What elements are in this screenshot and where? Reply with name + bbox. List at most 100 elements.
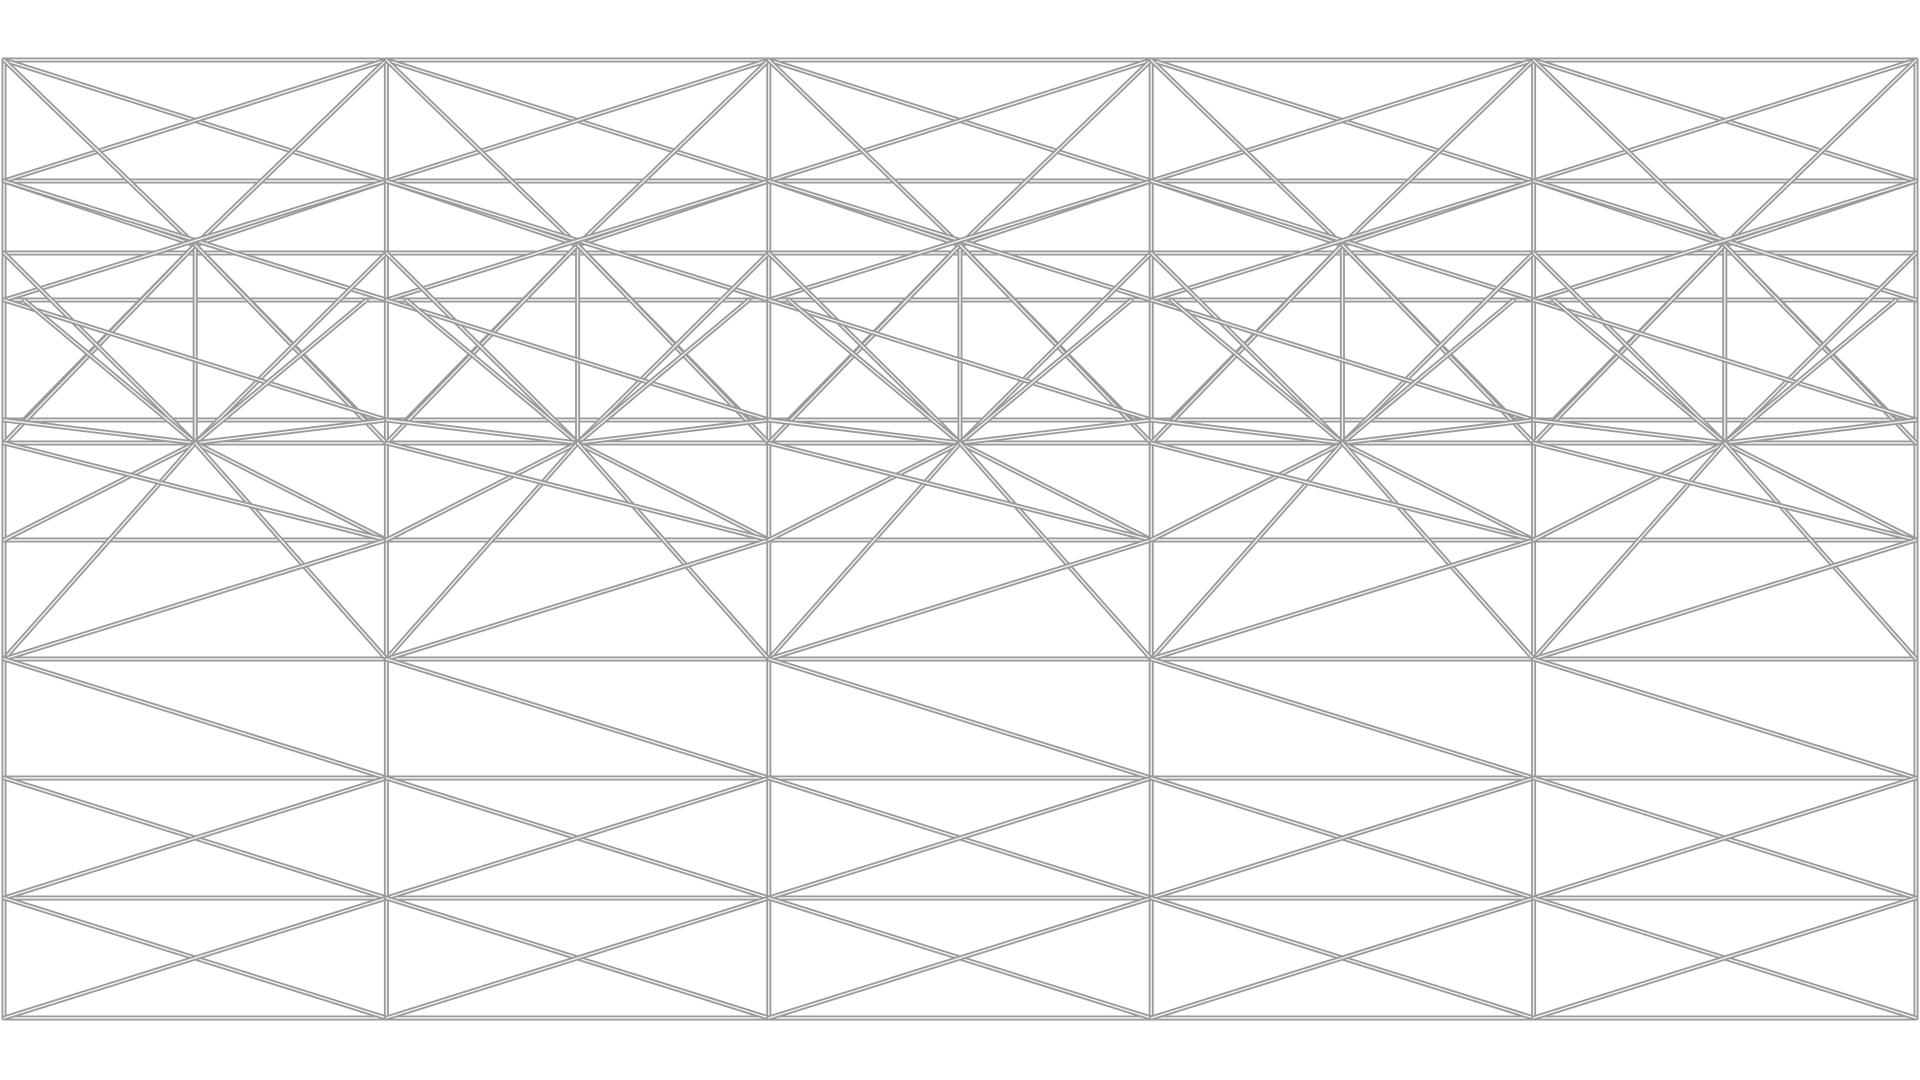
band2-diagonal-b-0 — [1, 178, 389, 303]
upper-fan-outer-left-3 — [1148, 242, 1345, 446]
band5-diagonal-3 — [1148, 440, 1537, 543]
lower-fan-left-3 — [1148, 440, 1345, 543]
upper-fan-outer-left-4 — [1531, 242, 1728, 446]
band3-diagonal-3 — [1148, 297, 1537, 423]
lower-focus-ray-d-4 — [1722, 417, 1919, 446]
upper-ray-right-1 — [575, 57, 772, 248]
lower-fan-deep-right-0 — [192, 440, 389, 662]
band2-diagonal-b-4 — [1531, 178, 1919, 303]
lower-fan-right-0 — [192, 440, 389, 543]
upper-ray-right-4 — [1722, 57, 1919, 248]
band6-diagonal-3 — [1148, 537, 1537, 662]
lower-focus-ray-c-4 — [1531, 417, 1728, 446]
top-band-diagonal-b-3 — [1148, 57, 1537, 184]
band7-diagonal-1 — [383, 656, 772, 781]
band6-diagonal-0 — [1, 537, 389, 662]
lower-focus-ray-a-4 — [1551, 297, 1728, 446]
mid-ray-left-0 — [1, 250, 198, 446]
band9-diagonal-b-3 — [1148, 895, 1537, 1021]
band3-diagonal-1 — [383, 297, 772, 423]
mid-ray-right-1 — [575, 250, 772, 446]
lower-focus-ray-b-1 — [575, 297, 752, 446]
upper-fan-outer-left-2 — [766, 242, 963, 446]
band5-diagonal-2 — [766, 440, 1154, 543]
upper-ray-left-4 — [1531, 57, 1728, 248]
lower-fan-deep-right-4 — [1722, 440, 1919, 662]
upper-fan-outer-left-1 — [383, 242, 581, 446]
band5-diagonal-1 — [383, 440, 772, 543]
band2-diagonal-b-1 — [383, 178, 772, 303]
band7-diagonal-2 — [766, 656, 1154, 781]
lower-focus-ray-b-3 — [1339, 297, 1517, 446]
upper-ray-right-0 — [192, 57, 389, 248]
band7-diagonal-3 — [1148, 656, 1537, 781]
band8-diagonal-b-2 — [766, 775, 1154, 901]
band3-diagonal-4 — [1531, 297, 1919, 423]
lower-fan-left-4 — [1531, 440, 1728, 543]
mid-ray-right-2 — [957, 250, 1154, 446]
lower-focus-ray-c-3 — [1148, 417, 1345, 446]
lower-focus-ray-b-4 — [1722, 297, 1899, 446]
lower-fan-right-2 — [957, 440, 1154, 543]
band6-diagonal-1 — [383, 537, 772, 662]
upper-ray-left-1 — [383, 57, 581, 248]
top-band-diagonal-b-4 — [1531, 57, 1919, 184]
mid-ray-left-2 — [766, 250, 963, 446]
upper-ray-right-2 — [957, 57, 1154, 248]
lower-focus-ray-b-0 — [192, 297, 369, 446]
lower-fan-deep-right-2 — [957, 440, 1154, 662]
upper-ray-left-2 — [766, 57, 963, 248]
band9-diagonal-b-0 — [1, 895, 389, 1021]
band5-diagonal-4 — [1531, 440, 1919, 543]
band7-diagonal-4 — [1531, 656, 1919, 781]
lower-focus-ray-d-0 — [192, 417, 389, 446]
lower-fan-deep-left-1 — [383, 440, 581, 662]
band6-diagonal-2 — [766, 537, 1154, 662]
lower-fan-deep-left-3 — [1148, 440, 1345, 662]
lower-fan-right-4 — [1722, 440, 1919, 543]
upper-fan-outer-left-0 — [1, 242, 198, 446]
band8-diagonal-b-1 — [383, 775, 772, 901]
mid-ray-left-1 — [383, 250, 581, 446]
lower-focus-ray-c-2 — [766, 417, 963, 446]
lower-focus-ray-d-2 — [957, 417, 1154, 446]
lower-focus-ray-d-3 — [1339, 417, 1537, 446]
band7-diagonal-0 — [1, 656, 389, 781]
top-band-diagonal-b-1 — [383, 57, 772, 184]
band3-diagonal-2 — [766, 297, 1154, 423]
band6-diagonal-4 — [1531, 537, 1919, 662]
band8-diagonal-b-4 — [1531, 775, 1919, 901]
mid-ray-left-3 — [1148, 250, 1345, 446]
band5-diagonal-0 — [1, 440, 389, 543]
lower-focus-ray-a-1 — [403, 297, 581, 446]
beam-layer — [1, 57, 1919, 1021]
upper-ray-left-0 — [1, 57, 198, 248]
mid-ray-left-4 — [1531, 250, 1728, 446]
mid-ray-right-4 — [1722, 250, 1919, 446]
band8-diagonal-b-0 — [1, 775, 389, 901]
upper-ray-left-3 — [1148, 57, 1345, 248]
lower-focus-ray-b-2 — [957, 297, 1134, 446]
lower-focus-ray-c-0 — [1, 417, 198, 446]
lower-fan-deep-right-3 — [1339, 440, 1537, 662]
lower-focus-ray-a-0 — [21, 297, 198, 446]
lower-fan-right-3 — [1339, 440, 1537, 543]
lower-fan-deep-right-1 — [575, 440, 772, 662]
band2-diagonal-b-2 — [766, 178, 1154, 303]
upper-ray-right-3 — [1339, 57, 1537, 248]
mid-ray-right-0 — [192, 250, 389, 446]
lower-fan-left-1 — [383, 440, 581, 543]
lower-fan-deep-left-0 — [1, 440, 198, 662]
lower-focus-ray-c-1 — [383, 417, 581, 446]
lower-focus-ray-a-3 — [1168, 297, 1345, 446]
lower-fan-left-0 — [1, 440, 198, 543]
band9-diagonal-b-1 — [383, 895, 772, 1021]
band8-diagonal-b-3 — [1148, 775, 1537, 901]
lower-focus-ray-d-1 — [575, 417, 772, 446]
top-band-diagonal-b-0 — [1, 57, 389, 184]
band2-diagonal-b-3 — [1148, 178, 1537, 303]
lower-fan-left-2 — [766, 440, 963, 543]
lower-focus-ray-a-2 — [786, 297, 963, 446]
band9-diagonal-b-2 — [766, 895, 1154, 1021]
